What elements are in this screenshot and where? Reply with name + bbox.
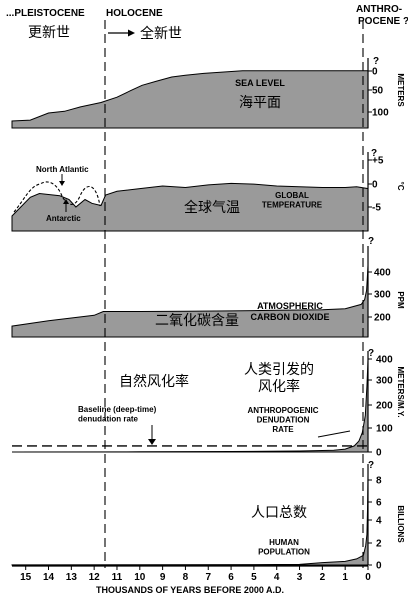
- north-atlantic-curve: [13, 181, 101, 213]
- holocene-arrow-icon: [108, 29, 135, 37]
- y-tick-label: 0: [376, 448, 382, 459]
- series-label-zh: 人口总数: [251, 505, 307, 521]
- global-temperature-area: [11, 182, 369, 232]
- y-tick-label: 400: [376, 355, 393, 366]
- baseline-arrow-icon: [148, 425, 156, 445]
- x-tick-label: 0: [365, 572, 371, 583]
- series-label-zh: 海平面: [239, 95, 281, 111]
- x-tick-label: 11: [112, 572, 123, 583]
- y-axis-label: °C: [396, 182, 405, 191]
- y-axis-label: PPM: [396, 291, 405, 309]
- series-label: SEA LEVEL: [235, 78, 285, 88]
- pleistocene-label: ...PLEISTOCENE: [6, 8, 85, 19]
- uncertainty-mark: ?: [371, 148, 377, 159]
- denudation-pointer-icon: [317, 430, 351, 438]
- y-tick-label: 300: [376, 376, 393, 387]
- baseline-label: Baseline (deep-time)denudation rate: [78, 405, 157, 424]
- anthropocene-label-line2: POCENE ?: [358, 16, 408, 27]
- y-tick-label: +5: [372, 156, 384, 167]
- anthropocene-label-line1: ANTHRO-: [356, 4, 402, 15]
- antarctic-arrow-icon: [63, 199, 69, 212]
- baseline-label-zh: 自然风化率: [119, 373, 189, 390]
- series-label-zh: 二氧化碳含量: [155, 313, 239, 329]
- y-tick-label: 100: [376, 424, 393, 435]
- y-tick-label: 100: [372, 108, 389, 119]
- y-tick-label: 2: [376, 539, 382, 550]
- y-tick-label: 6: [376, 498, 382, 509]
- x-tick-label: 9: [160, 572, 166, 583]
- x-tick-label: 2: [320, 572, 326, 583]
- y-tick-label: 0: [372, 180, 378, 191]
- panel-sea-level: 0 50 100 METERS? SEA LEVEL 海平面: [11, 56, 405, 129]
- x-axis-label: THOUSANDS OF YEARS BEFORE 2000 A.D.: [96, 585, 284, 595]
- uncertainty-mark: ?: [373, 56, 379, 67]
- y-tick-label: 0: [376, 561, 382, 572]
- y-tick-label: 300: [374, 290, 391, 301]
- x-tick-label: 7: [205, 572, 211, 583]
- x-tick-label: 5: [251, 572, 257, 583]
- x-tick-label: 3: [297, 572, 303, 583]
- x-tick-label: 4: [274, 572, 280, 583]
- holocene-label: HOLOCENE: [106, 8, 163, 19]
- holocene-zh-label: 全新世: [140, 25, 182, 42]
- x-tick-label: 14: [43, 572, 55, 583]
- y-tick-label: 200: [374, 313, 391, 324]
- annotation-antarctic: Antarctic: [46, 214, 81, 223]
- y-tick-label: 400: [374, 268, 391, 279]
- annotation-north-atlantic: North Atlantic: [36, 165, 89, 174]
- sea-level-area: [11, 70, 369, 129]
- series-label-zh: 全球气温: [184, 199, 240, 216]
- co2-area: [11, 265, 369, 338]
- x-tick-label: 13: [66, 572, 78, 583]
- x-tick-label: 12: [89, 572, 101, 583]
- y-axis-label: METERS: [396, 73, 405, 107]
- x-tick-label: 6: [228, 572, 234, 583]
- x-tick-label: 8: [183, 572, 189, 583]
- north-atlantic-arrow-icon: [59, 174, 65, 186]
- x-tick-label: 10: [134, 572, 146, 583]
- x-tick-label: 1: [342, 572, 348, 583]
- y-tick-label: 4: [376, 516, 382, 527]
- population-area: [11, 475, 369, 566]
- y-tick-label: 8: [376, 476, 382, 487]
- y-tick-label: 200: [376, 401, 393, 412]
- x-tick-label: 15: [20, 572, 32, 583]
- y-axis-label: METERS/M.Y.: [396, 366, 405, 417]
- y-tick-label: 0: [372, 67, 378, 78]
- uncertainty-mark: ?: [368, 236, 374, 247]
- y-axis-label: BILLIONS: [396, 505, 405, 543]
- y-tick-label: 50: [372, 86, 384, 97]
- uncertainty-mark: ?: [368, 460, 374, 471]
- uncertainty-mark: ?: [368, 348, 374, 359]
- y-tick-label: -5: [372, 203, 381, 214]
- pleistocene-zh-label: 更新世: [28, 25, 70, 41]
- series-label-zh: 人类引发的风化率: [244, 362, 314, 395]
